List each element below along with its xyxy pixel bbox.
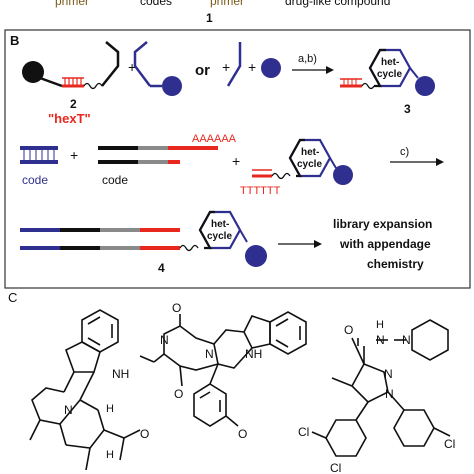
hetcycle-4-line2: cycle [207, 231, 232, 242]
bead-icon [22, 61, 44, 83]
panel-c-label: C [8, 290, 17, 305]
linker-line [39, 76, 63, 88]
compound-4-number: 4 [158, 261, 165, 275]
library-line1: library expansion [333, 217, 432, 231]
atom-o-right: O [344, 323, 353, 337]
blue-bead-icon-polyt [333, 165, 353, 185]
atom-n-left: N [64, 403, 73, 417]
atom-h-left-1: H [106, 403, 114, 415]
hetcycle-3-line1: het- [381, 57, 399, 68]
caption-compound: drug-like compound [285, 0, 390, 8]
atom-n-right-3: N [384, 367, 393, 381]
wavy-linker [83, 82, 103, 90]
compound-3-scheme: het- cycle 3 [340, 48, 435, 116]
atom-o-mid-2: O [174, 387, 183, 401]
atom-n-right-1: N [376, 333, 385, 347]
panel-b-label: B [10, 33, 19, 48]
blue-bead-icon-2 [261, 58, 281, 78]
caption-primer-right: primer [210, 0, 244, 8]
arrow-c-head [436, 158, 444, 166]
atom-nh-mid: NH [245, 347, 262, 361]
molecule-right [311, 319, 451, 457]
molecule-left [29, 309, 141, 471]
plus-sign-5: + [232, 153, 240, 169]
atom-cl-2: Cl [444, 437, 455, 451]
atom-h-left-2: H [106, 449, 114, 461]
blue-bead-icon-3 [415, 76, 435, 96]
atom-n-mid-1: N [160, 333, 169, 347]
hext-label: "hexT" [48, 111, 91, 126]
atom-h-right: H [376, 319, 384, 331]
wavy-linker-4 [179, 244, 199, 252]
hetcycle-4-line1: het- [211, 219, 229, 230]
compound-4-duplex [20, 228, 180, 250]
bracket-blue-fragment [133, 41, 182, 96]
compound-2-scheme: 2 "hexT" [22, 41, 120, 126]
hetcycle-polyt-line2: cycle [297, 159, 322, 170]
atom-n-mid-2: N [205, 347, 214, 361]
panel-a: primer codes primer drug-like compound 1 [55, 0, 390, 25]
code-label-black: code [102, 173, 128, 187]
conditions-ab: a,b) [298, 53, 317, 65]
panel-b-frame [4, 29, 471, 289]
blue-code-duplex [20, 146, 58, 164]
atom-o-mid-1: O [172, 301, 181, 315]
hetcycle-3-line2: cycle [377, 69, 402, 80]
blue-bead-icon-4 [245, 245, 267, 267]
polya-label: AAAAAA [192, 133, 237, 145]
red-duplex-icon-3 [340, 78, 362, 88]
library-line2: with appendage [339, 237, 431, 251]
compound-3-number: 3 [404, 102, 411, 116]
plus-sign-4: + [70, 147, 78, 163]
hetcycle-polyt-line1: het- [301, 147, 319, 158]
atom-n-right-4: N [385, 387, 394, 401]
atom-cl-1: Cl [298, 425, 309, 439]
compound-4-hetcycle: het- cycle [198, 210, 267, 267]
atom-o-mid-3: O [238, 427, 247, 441]
hext-duplex-icon [62, 77, 84, 88]
arrow-library-head [314, 240, 322, 248]
atom-n-right-2: N [402, 333, 411, 347]
polyt-label: TTTTTT [240, 185, 281, 197]
blue-bead-icon [162, 76, 182, 96]
black-gray-red-duplex [98, 146, 218, 164]
plus-sign-1: + [128, 59, 136, 75]
conditions-c: c) [400, 146, 409, 158]
library-line3: chemistry [367, 257, 424, 271]
plus-sign-3: + [248, 59, 256, 75]
caption-primer-left: primer [55, 0, 89, 8]
compound-2-number: 2 [70, 97, 77, 111]
atom-cl-3: Cl [330, 461, 341, 474]
atom-nh-left: NH [112, 367, 129, 381]
caption-codes: codes [140, 0, 172, 8]
molecule-middle [139, 311, 307, 427]
code-label-blue: code [22, 173, 48, 187]
polyt-compound: het- cycle TTTTTT [240, 138, 353, 197]
bracket-black-left [101, 41, 120, 87]
arrow-ab-head [326, 66, 334, 74]
atom-o-left: O [140, 427, 149, 441]
compound-number-1: 1 [206, 11, 213, 25]
blue-stroke-fragment [226, 42, 242, 87]
or-word: or [195, 62, 210, 79]
plus-sign-2: + [222, 59, 230, 75]
